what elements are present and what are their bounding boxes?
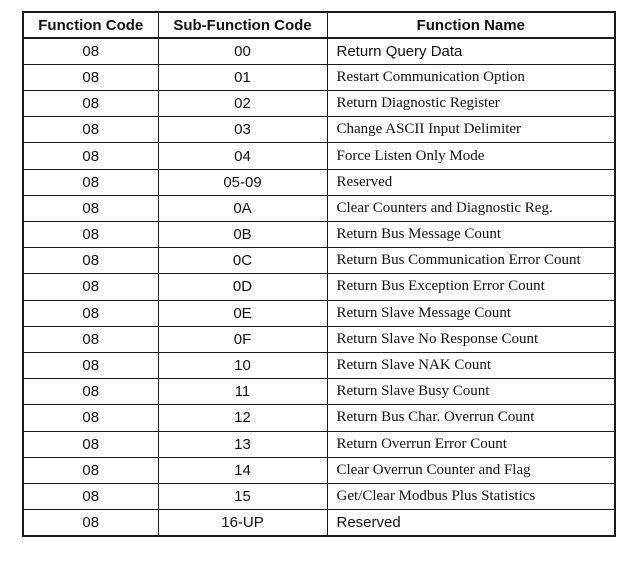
sub-function-code-cell: 13 [157,430,328,458]
function-name-cell: Reserved [326,168,616,196]
function-name-cell: Return Bus Exception Error Count [326,273,616,301]
function-code-cell: 08 [22,404,159,432]
function-name-cell: Return Bus Communication Error Count [326,247,616,275]
function-code-cell: 08 [22,430,159,458]
function-code-cell: 08 [22,168,159,196]
sub-function-code-cell: 0D [157,273,328,301]
function-name-cell: Force Listen Only Mode [326,142,616,170]
header-function-name: Function Name [326,11,616,40]
function-code-cell: 08 [22,378,159,406]
function-name-cell: Return Overrun Error Count [326,430,616,458]
function-code-cell: 08 [22,299,159,327]
function-name-cell: Return Bus Char. Overrun Count [326,404,616,432]
sub-function-code-cell: 16-UP [157,509,328,537]
sub-function-code-cell: 0F [157,325,328,353]
header-function-code: Function Code [22,11,159,40]
sub-function-code-cell: 0A [157,194,328,223]
sub-function-code-cell: 0B [157,220,328,249]
function-code-cell: 08 [22,351,159,380]
sub-function-code-cell: 12 [157,404,328,432]
function-code-cell: 08 [22,194,159,223]
function-name-cell: Return Slave No Response Count [326,325,616,353]
function-name-cell: Return Slave Message Count [326,299,616,327]
function-name-cell: Clear Overrun Counter and Flag [326,456,616,484]
sub-function-code-cell: 02 [157,90,328,118]
function-name-cell: Reserved [326,509,616,537]
sub-function-code-cell: 10 [157,351,328,380]
function-code-cell: 08 [22,456,159,484]
sub-function-code-cell: 01 [157,63,328,92]
sub-function-code-cell: 0C [157,247,328,275]
function-code-cell: 08 [22,37,159,65]
function-code-cell: 08 [22,63,159,92]
function-code-cell: 08 [22,90,159,118]
table-header-row: Function Code Sub-Function Code Function… [22,11,616,40]
function-code-cell: 08 [22,142,159,170]
sub-function-code-cell: 04 [157,142,328,170]
sub-function-code-cell: 14 [157,456,328,484]
function-name-cell: Change ASCII Input Delimiter [326,116,616,144]
function-name-cell: Return Slave Busy Count [326,378,616,406]
function-name-cell: Restart Communication Option [326,63,616,92]
function-name-cell: Return Slave NAK Count [326,351,616,380]
function-code-cell: 08 [22,325,159,353]
function-name-cell: Return Query Data [326,37,616,65]
function-code-cell: 08 [22,273,159,301]
function-code-cell: 08 [22,509,159,537]
sub-function-code-cell: 15 [157,482,328,511]
sub-function-code-cell: 11 [157,378,328,406]
function-name-cell: Return Diagnostic Register [326,90,616,118]
sub-function-code-cell: 0E [157,299,328,327]
function-code-cell: 08 [22,220,159,249]
function-name-cell: Get/Clear Modbus Plus Statistics [326,482,616,511]
sub-function-code-cell: 05-09 [157,168,328,196]
function-code-cell: 08 [22,482,159,511]
sub-function-code-cell: 03 [157,116,328,144]
function-name-cell: Clear Counters and Diagnostic Reg. [326,194,616,223]
header-sub-function-code: Sub-Function Code [157,11,328,40]
sub-function-code-cell: 00 [157,37,328,65]
function-code-cell: 08 [22,247,159,275]
function-code-cell: 08 [22,116,159,144]
modbus-function-table: Function Code Sub-Function Code Function… [22,11,616,537]
function-name-cell: Return Bus Message Count [326,220,616,249]
